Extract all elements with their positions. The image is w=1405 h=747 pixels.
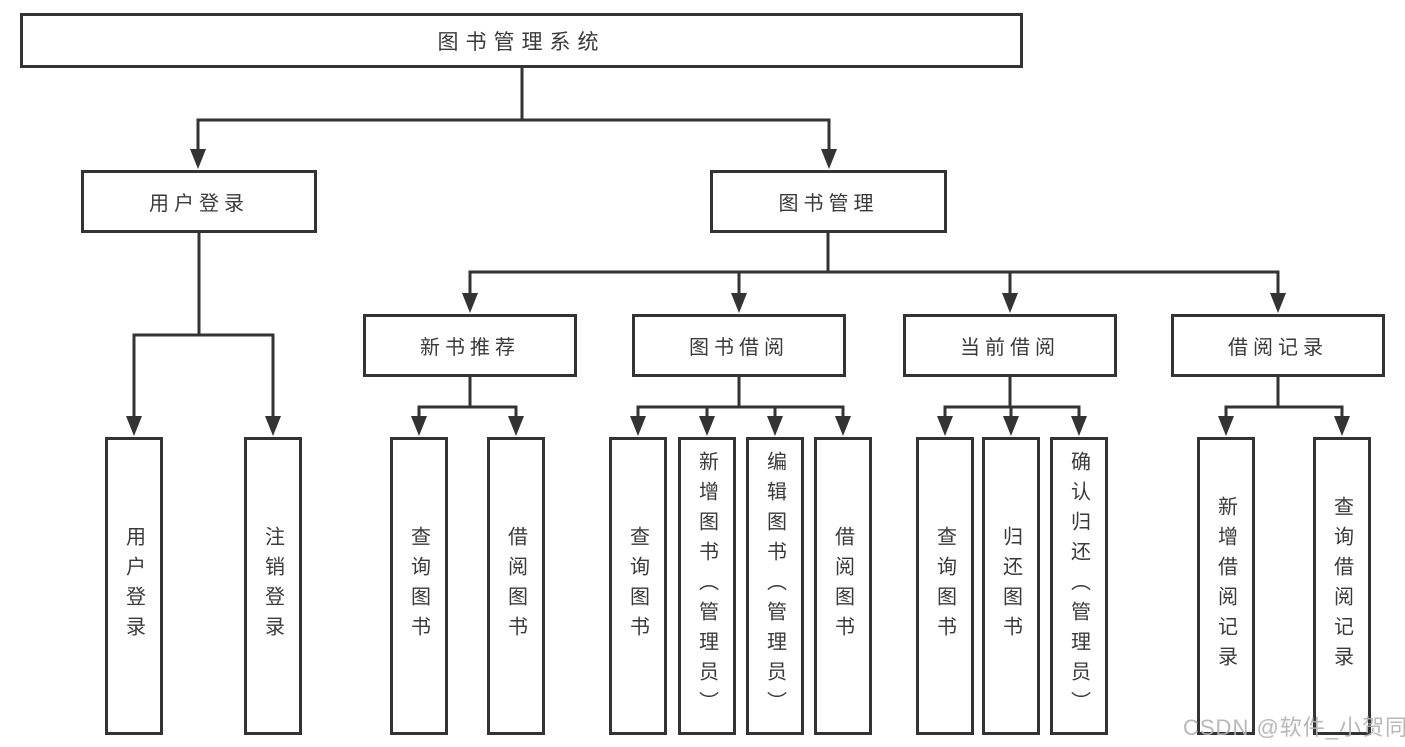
leaf-borrow-books-recommend: 借阅图书 bbox=[487, 437, 545, 735]
leaf-query-borrow-record: 查询借阅记录 bbox=[1313, 437, 1371, 735]
leaf-return-books: 归还图书 bbox=[982, 437, 1040, 735]
leaf-edit-books-admin: 编辑图书（管理员） bbox=[746, 437, 804, 735]
leaf-confirm-return-admin: 确认归还（管理员） bbox=[1050, 437, 1108, 735]
leaf-user-login: 用户登录 bbox=[105, 437, 163, 735]
node-current-borrow: 当前借阅 bbox=[903, 314, 1117, 377]
node-borrow-record: 借阅记录 bbox=[1171, 314, 1385, 377]
node-label: 编辑图书（管理员） bbox=[763, 451, 786, 721]
leaf-query-books-recommend: 查询图书 bbox=[390, 437, 448, 735]
node-label: 借阅图书 bbox=[504, 526, 527, 646]
node-label: 新增借阅记录 bbox=[1214, 496, 1237, 676]
leaf-add-books-admin: 新增图书（管理员） bbox=[678, 437, 736, 735]
node-library-management-system: 图书管理系统 bbox=[20, 13, 1023, 68]
csdn-watermark: CSDN @软件_小贺同学 bbox=[1183, 715, 1405, 740]
leaf-add-borrow-record: 新增借阅记录 bbox=[1197, 437, 1255, 735]
node-label: 图书管理 bbox=[778, 193, 879, 215]
node-label: 借阅记录 bbox=[1228, 337, 1328, 359]
node-label: 注销登录 bbox=[261, 526, 284, 646]
node-label: 归还图书 bbox=[999, 526, 1022, 646]
leaf-query-books-borrow: 查询图书 bbox=[609, 437, 667, 735]
node-label: 确认归还（管理员） bbox=[1067, 451, 1090, 721]
node-label: 借阅图书 bbox=[831, 526, 854, 646]
node-label: 查询借阅记录 bbox=[1330, 496, 1353, 676]
arrowheads bbox=[126, 149, 1350, 436]
node-label: 当前借阅 bbox=[960, 337, 1060, 359]
node-book-borrow: 图书借阅 bbox=[632, 314, 846, 377]
node-label: 图书借阅 bbox=[689, 337, 789, 359]
leaf-query-books-current: 查询图书 bbox=[916, 437, 974, 735]
node-user-login: 用户登录 bbox=[81, 170, 317, 233]
node-label: 新增图书（管理员） bbox=[695, 451, 718, 721]
node-label: 图书管理系统 bbox=[437, 30, 606, 54]
node-label: 查询图书 bbox=[626, 526, 649, 646]
node-label: 用户登录 bbox=[149, 193, 249, 215]
node-book-management: 图书管理 bbox=[710, 170, 947, 233]
node-label: 查询图书 bbox=[933, 526, 956, 646]
node-new-book-recommend: 新书推荐 bbox=[363, 314, 577, 377]
node-label: 用户登录 bbox=[122, 526, 145, 646]
node-label: 新书推荐 bbox=[420, 337, 520, 359]
leaf-borrow-books: 借阅图书 bbox=[814, 437, 872, 735]
node-label: 查询图书 bbox=[407, 526, 430, 646]
leaf-logout: 注销登录 bbox=[244, 437, 302, 735]
